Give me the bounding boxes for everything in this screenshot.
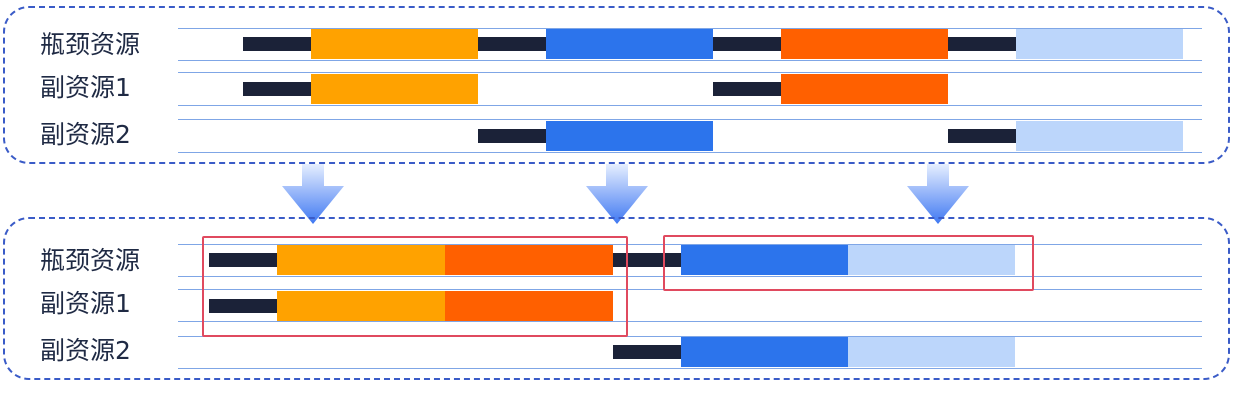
task-bar-orange [311, 74, 478, 104]
row-line [178, 336, 1202, 337]
down-arrow-icon [586, 164, 648, 224]
task-bar-light-blue [848, 337, 1015, 367]
task-bar-red-orange [445, 245, 613, 275]
row-label-bottleneck-bottom: 瓶颈资源 [40, 246, 141, 275]
task-bar-red-orange [781, 74, 948, 104]
row-line [178, 105, 1202, 106]
row-line [178, 152, 1202, 153]
setup-bar [948, 129, 1016, 143]
row-line [178, 60, 1202, 61]
row-label-secondary2-bottom: 副资源2 [40, 336, 131, 365]
setup-bar [948, 37, 1016, 51]
row-label-bottleneck-top: 瓶颈资源 [40, 30, 141, 59]
task-bar-blue [546, 29, 713, 59]
setup-bar [209, 253, 277, 267]
row-line [178, 368, 1202, 369]
task-bar-orange [277, 245, 445, 275]
task-bar-blue [681, 245, 848, 275]
top-schedule-panel [3, 6, 1230, 164]
task-bar-blue [681, 337, 848, 367]
task-bar-orange [277, 291, 445, 321]
bottom-schedule-panel [3, 217, 1230, 380]
setup-bar [713, 82, 781, 96]
batch-highlight-box-right [663, 235, 1034, 291]
task-bar-light-blue [1016, 29, 1183, 59]
row-line [178, 119, 1202, 120]
batch-highlight-box-left [202, 236, 628, 337]
row-label-secondary2-top: 副资源2 [40, 120, 131, 149]
row-line [178, 244, 1202, 245]
task-bar-light-blue [848, 245, 1015, 275]
down-arrow-icon [907, 164, 969, 224]
task-bar-red-orange [445, 291, 613, 321]
row-line [178, 321, 1202, 322]
task-bar-blue [546, 121, 713, 151]
row-line [178, 276, 1202, 277]
task-bar-light-blue [1016, 121, 1183, 151]
setup-bar [478, 37, 546, 51]
down-arrow-icon [282, 164, 344, 224]
setup-bar [243, 82, 311, 96]
setup-bar [713, 37, 781, 51]
setup-bar [613, 345, 681, 359]
row-label-secondary1-top: 副资源1 [40, 73, 131, 102]
row-label-secondary1-bottom: 副资源1 [40, 289, 131, 318]
row-line [178, 28, 1202, 29]
setup-bar [478, 129, 546, 143]
setup-bar [243, 37, 311, 51]
task-bar-red-orange [781, 29, 948, 59]
task-bar-orange [311, 29, 478, 59]
setup-bar [209, 299, 277, 313]
row-line [178, 72, 1202, 73]
